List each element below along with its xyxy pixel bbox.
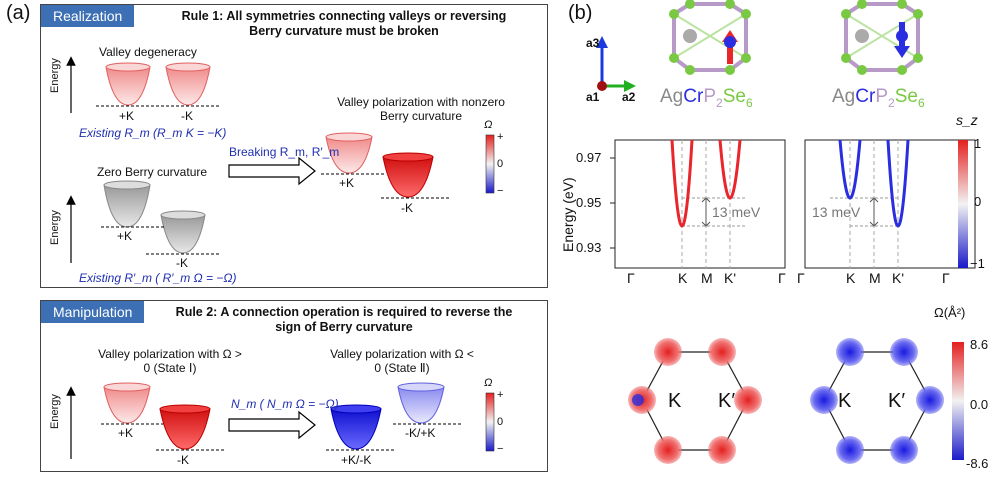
realization-tag: Realization <box>41 5 135 27</box>
plus-k-label-1: +K <box>119 109 135 123</box>
xtick-right-gamma2: Γ <box>942 270 950 286</box>
energy-axis-label-3: Energy <box>49 394 61 429</box>
structure-right <box>841 0 923 75</box>
cbar-omega-1: Ω <box>484 119 493 131</box>
gap-label-right: 13 meV <box>812 204 861 220</box>
xtick-left-k: K <box>678 270 688 286</box>
existing-rm-label: Existing R_m (R_m K = −K) <box>79 126 227 140</box>
omega-tick-zero: 0.0 <box>970 397 989 412</box>
minus-k-label-3: -K <box>401 201 413 215</box>
formula-left: AgCrP2Se6 <box>660 86 753 110</box>
xtick-right-gamma1: Γ <box>797 270 805 286</box>
rule2-text: Rule 2: A connection operation is requir… <box>175 305 513 334</box>
cbar-zero-1: 0 <box>497 158 504 170</box>
result-title: Valley polarization with nonzero Berry c… <box>337 95 505 123</box>
gap-label-left: 13 meV <box>712 204 761 220</box>
xtick-right-k: K <box>846 270 856 286</box>
axis-a3-label: a3 <box>586 36 600 50</box>
sz-tick-m1: −1 <box>970 256 985 271</box>
band-plot-right-frame <box>804 139 976 269</box>
rule1-text: Rule 1: All symmetries connecting valley… <box>181 9 507 38</box>
formula-right: AgCrP2Se6 <box>832 86 925 110</box>
energy-axis-label-1: Energy <box>49 58 61 93</box>
omega-tick-max: 8.6 <box>970 337 989 352</box>
manipulation-diagram <box>66 382 495 459</box>
cbar-zero-2: 0 <box>497 416 504 428</box>
state1-title: Valley polarization with Ω > 0 (State Ⅰ) <box>98 347 242 375</box>
omega-colorbar-title: Ω(Å²) <box>934 305 966 320</box>
manipulation-tag: Manipulation <box>41 301 145 323</box>
map-right-k: K <box>838 390 852 412</box>
plus-k-label-2: +K <box>117 229 133 243</box>
band-structure-plots <box>610 139 976 269</box>
minusk-plusk-label: -K/+K <box>405 426 436 440</box>
ytick-095: 0.95 <box>576 195 602 210</box>
structure-left <box>669 0 751 75</box>
plus-k-label-4: +K <box>118 426 134 440</box>
valley-degeneracy-label: Valley degeneracy <box>99 45 197 59</box>
manipulation-box: Manipulation Rule 2: A connection operat… <box>40 300 548 472</box>
minus-k-label-2: -K <box>176 256 188 270</box>
omega-colorbar <box>952 342 964 460</box>
crystal-structures <box>669 0 923 75</box>
existing-rm2-label: Existing R′_m ( R′_m Ω = −Ω) <box>79 271 237 285</box>
state2-title: Valley polarization with Ω < 0 (State Ⅱ) <box>330 347 474 375</box>
cbar-plus-1: + <box>497 131 504 143</box>
omega-tick-min: -8.6 <box>966 456 989 471</box>
minus-k-label-1: -K <box>181 109 193 123</box>
cbar-plus-2: + <box>497 389 504 401</box>
ytick-093: 0.93 <box>576 240 602 255</box>
xtick-left-gamma2: Γ <box>778 270 786 286</box>
axis-a1-label: a1 <box>586 90 600 104</box>
cbar-omega-2: Ω <box>484 377 493 389</box>
band-plot-left-frame <box>614 139 786 269</box>
lattice-axes <box>596 36 636 92</box>
plusk-minusk-label: +K/-K <box>341 453 372 467</box>
xtick-right-kp: K' <box>892 270 905 286</box>
cbar-minus-2: − <box>497 443 504 455</box>
map-left-kp: K′ <box>718 390 736 412</box>
xtick-left-kp: K' <box>724 270 737 286</box>
axis-a2-label: a2 <box>622 90 636 104</box>
xtick-right-m: M <box>869 270 881 286</box>
ytick-097: 0.97 <box>576 150 602 165</box>
map-right-kp: K′ <box>888 390 906 412</box>
energy-axis-label-2: Energy <box>49 210 61 245</box>
plus-k-label-3: +K <box>339 176 355 190</box>
breaking-arrow-label: Breaking R_m, R′_m <box>229 145 340 159</box>
realization-box: Realization Rule 1: All symmetries conne… <box>40 4 548 288</box>
realization-diagram <box>66 56 495 263</box>
berry-curvature-maps <box>628 338 964 464</box>
map-left-k: K <box>668 390 682 412</box>
sz-colorbar-title: s_z <box>956 112 978 128</box>
sz-tick-0: 0 <box>974 194 982 209</box>
nm-arrow-label: N_m ( N_m Ω = −Ω) <box>231 397 339 411</box>
sz-tick-1: 1 <box>974 136 982 151</box>
cbar-minus-1: − <box>497 185 504 197</box>
band-ylabel: Energy (eV) <box>560 177 576 252</box>
panel-a-label: (a) <box>6 2 31 24</box>
sz-colorbar <box>958 140 968 268</box>
xtick-left-gamma1: Γ <box>627 270 635 286</box>
zero-berry-label: Zero Berry curvature <box>97 165 208 179</box>
panel-b-label: (b) <box>568 2 593 24</box>
minus-k-label-4: -K <box>177 453 189 467</box>
xtick-left-m: M <box>701 270 713 286</box>
